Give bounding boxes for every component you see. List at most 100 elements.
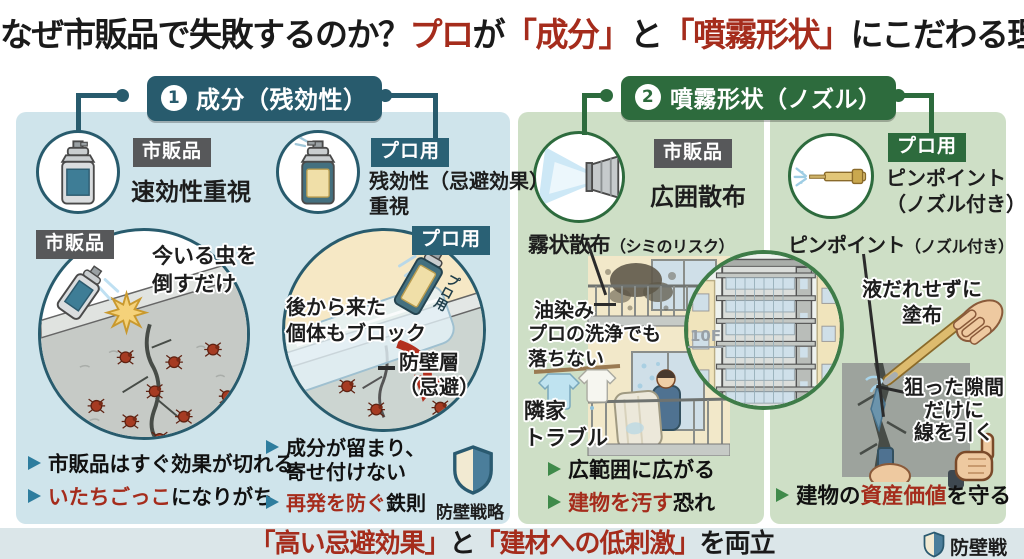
neighbor-label: 隣家 トラブル <box>524 398 608 452</box>
target-label: 狙った隙間 だけに 線を引く <box>903 376 1005 444</box>
wide-spray-caption: 広囲散布 <box>650 183 746 211</box>
retail-scene-caption-line2: 倒すだけ <box>152 272 236 296</box>
pro-scene-badge: プロ用 <box>412 226 491 255</box>
balcony-scene-illustration <box>534 256 730 456</box>
section1-connector-dot <box>379 89 392 102</box>
mist-headline-sub: （シミのリスク） <box>610 237 735 256</box>
bullet-arrow-icon <box>266 440 279 454</box>
pinpoint-circle <box>788 133 874 219</box>
bullet-arrow-icon <box>28 456 41 470</box>
pro-scene-caption-line2: 個体もブロック <box>286 321 426 345</box>
pro-scene-illustration <box>285 248 483 429</box>
shield-icon <box>453 445 493 495</box>
footer-segment: を両立 <box>699 529 776 559</box>
bullet-text: 成分が留まり、寄せ付けない <box>286 436 426 485</box>
pinpoint-headline-sub: （ノズル付き） <box>905 237 1014 256</box>
bullet-red: 資産価値 <box>860 484 947 509</box>
section1-connector-dot <box>116 89 129 102</box>
bullet-item: いたちごっこになりがち <box>28 485 294 510</box>
bullet-arrow-icon <box>548 462 561 476</box>
bullet-red: 建物を汚す <box>568 490 673 515</box>
bullet-pre: 広範囲に広がる <box>568 458 715 482</box>
pinpoint-badge: プロ用 <box>888 133 967 162</box>
pro-badge: プロ用 <box>371 138 450 167</box>
bullet-item: 再発を防ぐ鉄則 <box>266 491 426 515</box>
bullet-item: 成分が留まり、寄せ付けない <box>266 436 426 485</box>
title-segment: なぜ市販品で失敗するのか？ <box>0 15 411 54</box>
section2-number-badge: 2 <box>635 84 661 110</box>
page-title: なぜ市販品で失敗するのか？プロが「成分」と「噴霧形状」にこだわる理由 <box>0 8 1024 56</box>
bullet-post: 恐れ <box>673 490 715 515</box>
retail-conclusion-bullets: 市販品はすぐ効果が切れる いたちごっこになりがち <box>28 452 294 510</box>
title-segment: が <box>472 15 506 54</box>
bullet-pre: 成分が留まり、寄せ付けない <box>286 436 426 485</box>
bullet-text: 建物を汚す恐れ <box>568 491 715 517</box>
shield-brand-label: 防壁戦略 <box>436 503 504 523</box>
retail-scene-illustration <box>41 257 247 437</box>
barrier-leader-line <box>378 366 395 370</box>
pro-caption: 残効性（忌避効果）重視 <box>369 169 549 218</box>
section1-connector-line <box>433 93 438 139</box>
title-segment: にこだわる理由 <box>850 15 1024 54</box>
title-segment-red: プロ <box>409 15 475 54</box>
bullet-item: 市販品はすぐ効果が切れる <box>28 452 294 477</box>
title-segment-red: 「噴霧形状」 <box>661 15 853 54</box>
bullet-red: 再発を防ぐ <box>286 490 386 515</box>
apply-label-line2: 塗布 <box>902 303 942 327</box>
bullet-red: いたちごっこ <box>48 485 171 509</box>
footer-segment: と <box>449 529 475 559</box>
retail-scene-caption: 今いる虫を 倒すだけ <box>152 242 257 298</box>
title-segment-red: 「成分」 <box>504 15 632 54</box>
retail-scene-badge: 市販品 <box>36 230 115 259</box>
bullet-text: 市販品はすぐ効果が切れる <box>48 452 294 477</box>
section2-heading: 噴霧形状（ノズル） <box>670 87 882 113</box>
pro-scene-caption: 後から来た 個体もブロック <box>286 294 426 346</box>
footer-message: 「高い忌避効果」と「建材への低刺激」を両立 <box>0 529 1024 559</box>
section1-heading: 成分（残効性） <box>196 86 368 114</box>
thumbs-up-icon <box>948 432 995 488</box>
pinpoint-caption-line2: （ノズル付き） <box>886 192 1024 216</box>
bullet-arrow-icon <box>776 488 789 502</box>
barrier-layer-label-line2: （忌避） <box>399 375 479 399</box>
section1-header: 1 成分（残効性） <box>147 76 382 121</box>
building-circle <box>684 250 844 410</box>
retail-badge: 市販品 <box>133 138 212 167</box>
mist-headline-main: 霧状散布 <box>528 233 611 257</box>
apply-label: 液だれせずに 塗布 <box>856 276 988 328</box>
section2-connector-dot <box>600 89 613 102</box>
wash-label-line1: プロの洗浄でも <box>528 323 662 345</box>
pinpoint-conclusion-bullets: 建物の資産価値を守る <box>776 484 1011 510</box>
bullet-post: 鉄則 <box>386 490 426 515</box>
oil-stain-label: 油染み <box>534 298 594 322</box>
oil-stain-leader-line <box>594 303 616 306</box>
bullet-text: 再発を防ぐ鉄則 <box>286 491 426 515</box>
footer-segment-red: 「高い忌避効果」 <box>249 529 450 559</box>
section2-header: 2 噴霧形状（ノズル） <box>621 76 896 120</box>
pro-scene-circle <box>282 228 486 432</box>
bullet-pre: 建物の <box>796 484 861 509</box>
retail-spray-can-icon <box>60 140 96 205</box>
pinpoint-caption-line1: ピンポイント <box>886 166 1006 190</box>
bullet-arrow-icon <box>28 489 41 503</box>
pinpoint-headline: ピンポイント（ノズル付き） <box>788 229 1014 258</box>
bullet-item: 広範囲に広がる <box>548 458 715 484</box>
pinpoint-caption: ピンポイント （ノズル付き） <box>886 165 1024 217</box>
wide-spray-icon <box>537 147 620 207</box>
title-segment: と <box>630 15 663 54</box>
bullet-text: いたちごっこになりがち <box>48 485 274 510</box>
barrier-layer-label-line1: 防壁層 <box>399 350 459 374</box>
pro-scene-caption-line1: 後から来た <box>286 295 386 319</box>
target-label-line3: 線を引く <box>914 420 994 444</box>
target-label-line1: 狙った隙間 <box>904 375 1004 399</box>
pinpoint-nozzle-icon <box>793 167 867 187</box>
bullet-post: になりがち <box>171 485 274 509</box>
section1-connector-line <box>76 93 81 133</box>
bullet-arrow-icon <box>548 494 561 509</box>
footer-segment-red: 「建材への低刺激」 <box>474 529 701 559</box>
retail-spray-can-circle <box>36 130 120 214</box>
wide-spray-badge: 市販品 <box>654 139 733 168</box>
bullet-post: を守る <box>946 484 1012 509</box>
retail-scene-caption-line1: 今いる虫を <box>152 244 257 268</box>
mist-headline: 霧状散布（シミのリスク） <box>528 229 735 259</box>
mist-conclusion-bullets: 広範囲に広がる 建物を汚す恐れ <box>548 458 715 516</box>
